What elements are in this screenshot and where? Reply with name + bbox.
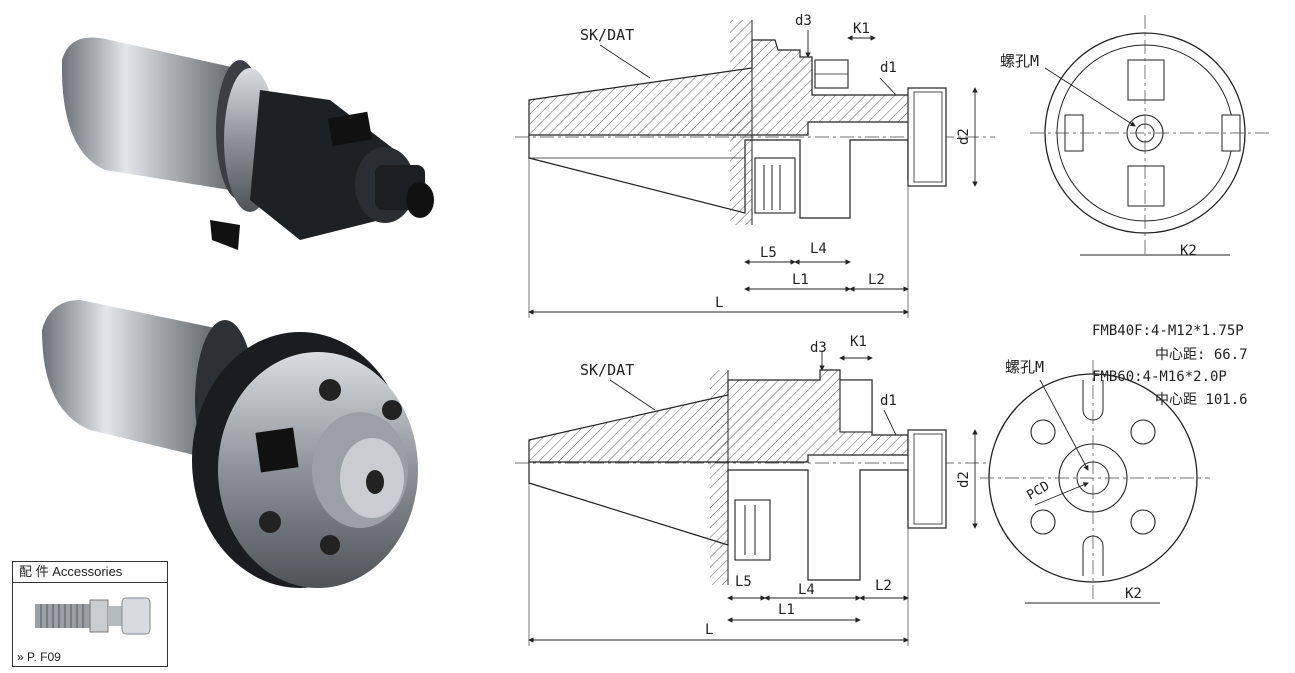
drawing-top-section	[515, 20, 995, 318]
bottom-k2-label: K2	[1125, 586, 1142, 602]
spec-fmb60-center: 中心距 101.6	[1155, 392, 1248, 408]
bottom-screw-label: 螺孔M	[1005, 358, 1044, 376]
bottom-dim-l: L	[705, 622, 713, 638]
top-k2-label: K2	[1180, 243, 1197, 259]
bottom-dim-d3: d3	[810, 340, 827, 356]
pull-stud-image	[35, 597, 151, 635]
product-photo-top	[61, 37, 434, 250]
bottom-dim-l4: L4	[798, 582, 815, 598]
top-dim-d2: d2	[956, 128, 972, 145]
bottom-dim-l2: L2	[875, 578, 892, 594]
top-dim-l2: L2	[868, 272, 885, 288]
drawing-bottom-section	[515, 352, 995, 646]
top-dim-l5: L5	[760, 245, 777, 261]
side-view-top	[1030, 15, 1270, 256]
spec-fmb60: FMB60:4-M16*2.0P	[1092, 369, 1227, 385]
accessories-header: 配 件 Accessories	[13, 562, 167, 583]
side-view-bottom	[980, 360, 1210, 604]
bottom-taper-label: SK/DAT	[580, 361, 634, 379]
accessories-box: 配 件 Accessories » P. F09	[12, 561, 168, 667]
top-screw-label: 螺孔M	[1000, 52, 1039, 70]
top-dim-d3: d3	[795, 13, 812, 29]
bottom-dim-d1: d1	[880, 393, 897, 409]
accessories-page-ref: » P. F09	[17, 650, 61, 664]
top-dim-l4: L4	[810, 241, 827, 257]
bottom-dim-d2: d2	[956, 471, 972, 488]
product-photo-bottom	[42, 300, 418, 588]
top-dim-l1: L1	[792, 272, 809, 288]
bottom-dim-k1: K1	[850, 334, 867, 350]
top-dim-l: L	[715, 295, 723, 311]
bottom-dim-l1: L1	[778, 602, 795, 618]
spec-fmb40: FMB40F:4-M12*1.75P	[1092, 323, 1244, 339]
top-taper-label: SK/DAT	[580, 26, 634, 44]
spec-fmb40-center: 中心距: 66.7	[1155, 347, 1248, 363]
top-dim-k1: K1	[853, 21, 870, 37]
bottom-dim-l5: L5	[735, 574, 752, 590]
top-dim-d1: d1	[880, 60, 897, 76]
